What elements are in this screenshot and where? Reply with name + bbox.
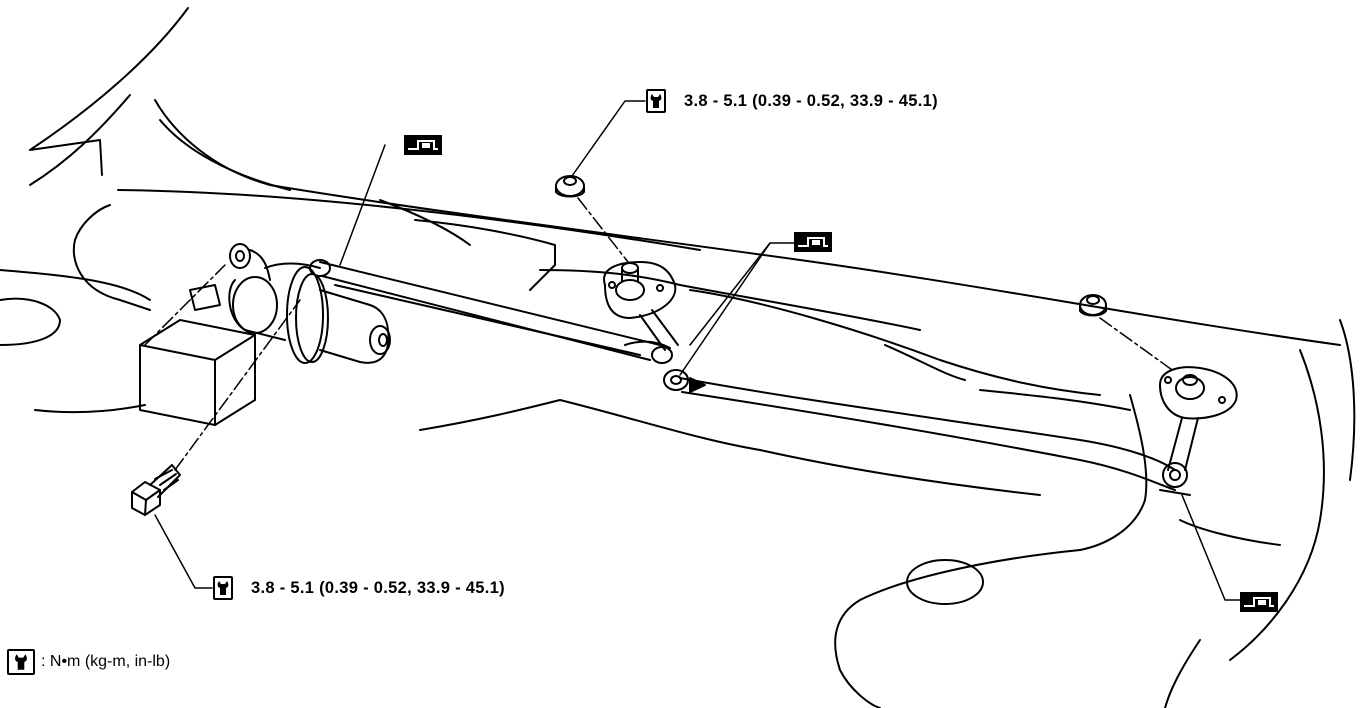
leader-lines [154, 100, 1241, 601]
torque-wrench-icon [213, 576, 233, 600]
left-pivot [603, 261, 679, 351]
torque-units-legend: : N•m (kg-m, in-lb) [41, 653, 171, 670]
right-pivot [1159, 366, 1238, 471]
linkage-rods [319, 261, 1191, 496]
motor-bolt [131, 464, 181, 516]
torque-spec-top: 3.8 - 5.1 (0.39 - 0.52, 33.9 - 45.1) [684, 92, 938, 110]
pivot-nut-right [1079, 294, 1107, 317]
assembly-lines [144, 197, 1176, 471]
body-panel [0, 7, 1356, 708]
motor-bracket [139, 284, 256, 426]
torque-spec-bottom: 3.8 - 5.1 (0.39 - 0.52, 33.9 - 45.1) [251, 579, 505, 597]
torque-wrench-icon [7, 649, 35, 675]
pivot-nut-left [555, 175, 585, 198]
torque-wrench-icon [646, 89, 666, 113]
grease-gun-icon [1240, 592, 1278, 612]
grease-gun-icon [404, 135, 442, 155]
wiper-motor [228, 243, 391, 364]
grease-gun-icon [794, 232, 832, 252]
